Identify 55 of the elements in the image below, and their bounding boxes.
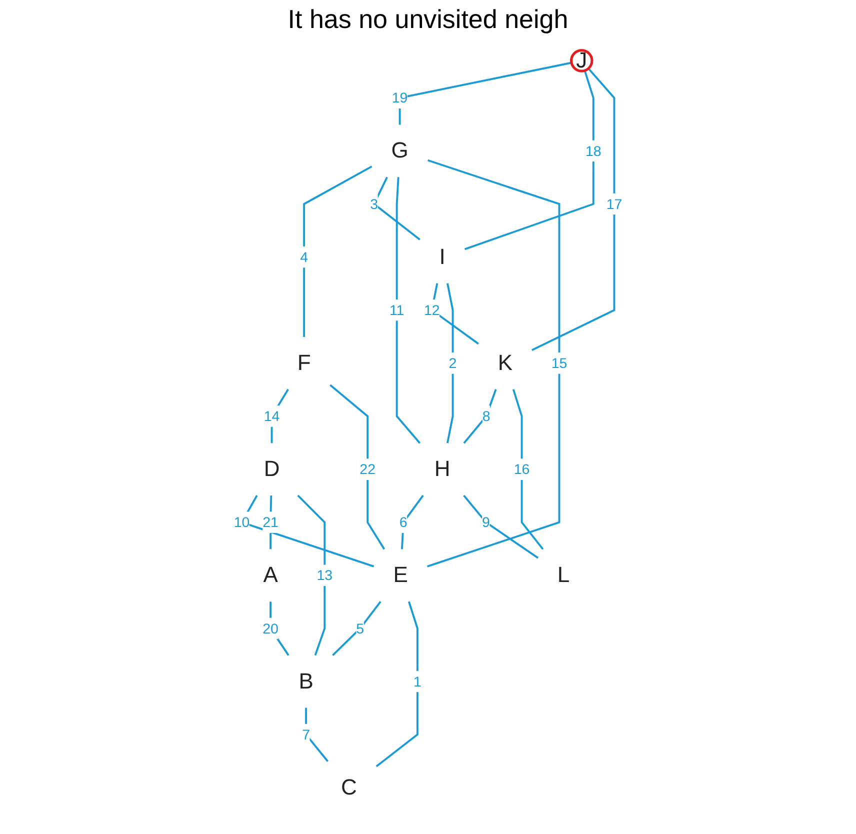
connector — [430, 283, 479, 345]
node-text: E — [393, 562, 408, 588]
edge-label: 20 — [262, 620, 278, 637]
edge-label: 16 — [514, 461, 530, 478]
node-text: G — [391, 138, 408, 163]
edge-label: 14 — [264, 408, 280, 424]
connector — [376, 601, 418, 768]
connector — [532, 68, 616, 352]
edge-label: 18 — [585, 142, 602, 160]
connector — [446, 283, 454, 444]
edge-label: 1 — [413, 673, 422, 690]
connector — [270, 388, 289, 444]
edge-label: 4 — [300, 248, 308, 266]
connector — [332, 601, 382, 656]
connector — [305, 708, 329, 762]
node-circle: J — [570, 49, 594, 72]
edge-label: 19 — [392, 90, 408, 106]
note-text: It has no unvisited neigh — [286, 4, 570, 35]
edge-label: 21 — [262, 514, 278, 530]
node-text: K — [498, 350, 513, 376]
edge-label: 7 — [302, 726, 310, 743]
node-text: D — [264, 456, 280, 482]
connector — [396, 177, 421, 444]
node-text: F — [297, 350, 311, 376]
connector — [463, 389, 497, 444]
connector — [303, 166, 372, 337]
connector — [400, 494, 424, 550]
edge-label: 13 — [316, 567, 333, 584]
connector — [426, 159, 560, 568]
edge-label: 3 — [370, 196, 378, 212]
connector — [270, 495, 272, 550]
connector — [270, 602, 290, 656]
edge-label: 11 — [389, 302, 404, 318]
edge-label: 17 — [606, 196, 622, 212]
node-text: A — [263, 562, 278, 588]
connector — [398, 62, 572, 125]
edge-label: 8 — [482, 408, 490, 424]
edge-label: 22 — [360, 461, 376, 478]
node-text: C — [341, 775, 357, 800]
edge-label: 6 — [399, 514, 408, 530]
node-text: I — [439, 244, 446, 270]
edge-label: 5 — [356, 620, 364, 637]
connector — [297, 494, 326, 656]
node-text: B — [298, 668, 314, 694]
connector — [463, 494, 539, 559]
edge-label: 9 — [482, 514, 490, 530]
edge-label: 10 — [234, 514, 250, 530]
node-text: L — [557, 562, 570, 588]
connector — [330, 384, 386, 550]
connector — [512, 389, 544, 550]
node-text: H — [434, 456, 450, 482]
edge-label: 15 — [551, 355, 568, 372]
edge-label: 2 — [448, 355, 457, 372]
edge-label: 12 — [424, 302, 440, 318]
connector — [464, 70, 594, 250]
